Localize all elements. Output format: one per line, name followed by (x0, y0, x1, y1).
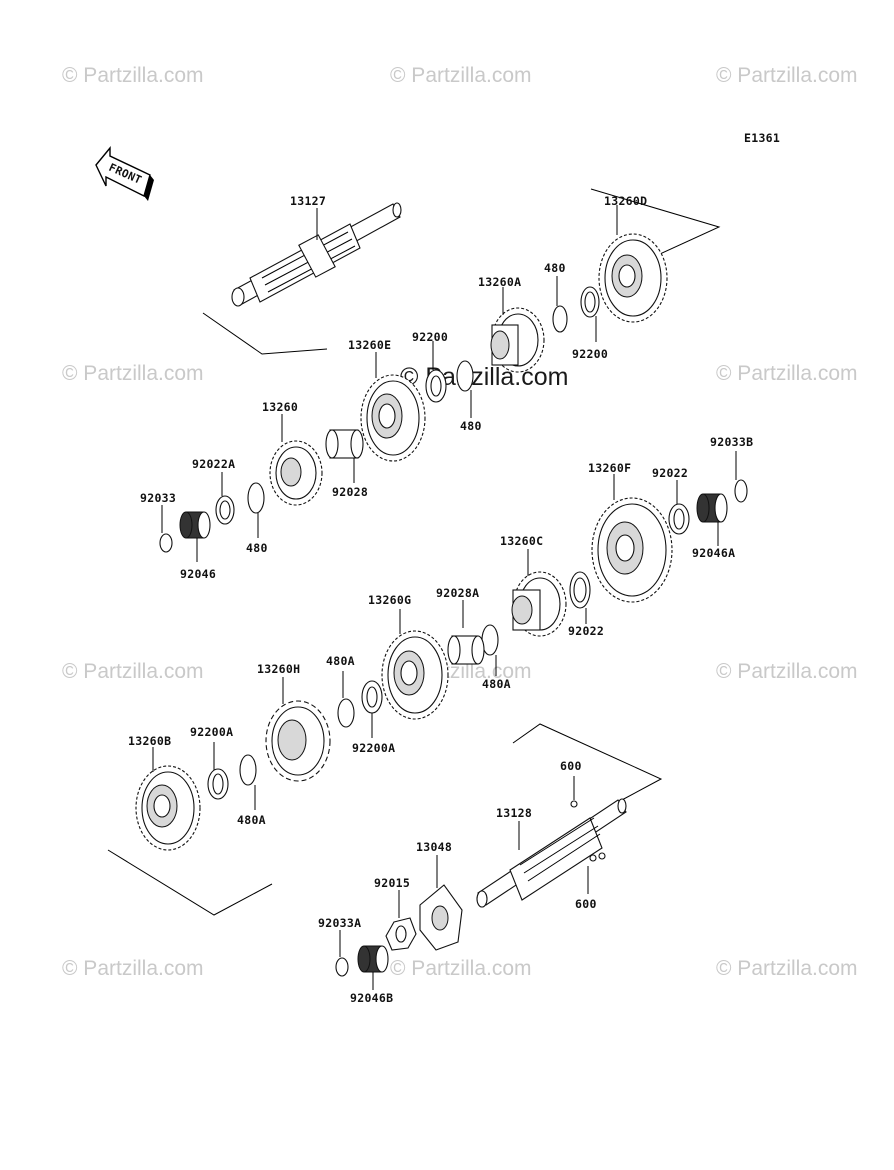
watermark: © Partzilla.com (716, 362, 858, 385)
circlip-480 (456, 360, 474, 392)
bushing-92028 (325, 429, 364, 483)
part-label: 13260D (604, 194, 647, 208)
watermark: © Partzilla.com (62, 64, 204, 87)
part-label: 13260 (262, 400, 298, 414)
part-label: 92200A (190, 725, 233, 739)
ball-600 (589, 854, 597, 862)
bushing-92028A (447, 600, 485, 665)
part-label: 13260F (588, 461, 631, 475)
part-label: 13048 (416, 840, 452, 854)
watermark: © Partzilla.com (390, 64, 532, 87)
gear-13260B (107, 747, 273, 916)
part-label: 480A (237, 813, 266, 827)
part-label: 92200 (572, 347, 608, 361)
part-label: 13128 (496, 806, 532, 820)
part-labels: 13127 13260D 13260A 480 92200 13260E 922… (128, 194, 753, 1005)
gear-13260F (591, 474, 673, 603)
circlip-480A (337, 698, 355, 728)
bearing-92046B (357, 945, 389, 990)
part-label: 92200 (412, 330, 448, 344)
watermark-center: © Partzilla.com (400, 363, 568, 391)
bearing-92046 (179, 511, 211, 562)
gear-13260H (265, 677, 331, 782)
part-label: 480 (246, 541, 268, 555)
part-label: 92046 (180, 567, 216, 581)
part-label: 13260A (478, 275, 521, 289)
watermark: © Partzilla.com (390, 957, 532, 980)
watermark: © Partzilla.com (62, 362, 204, 385)
gear-13260E (360, 352, 426, 462)
part-label: 480 (460, 419, 482, 433)
part-label: 13260E (348, 338, 391, 352)
part-label: 13127 (290, 194, 326, 208)
part-label: 92033B (710, 435, 753, 449)
circlip-480 (552, 305, 568, 333)
gear-13260A (490, 287, 545, 373)
watermark: © Partzilla.com (716, 660, 858, 683)
clip-92033A (335, 957, 349, 977)
ball-600 (570, 800, 578, 808)
part-label: 92028 (332, 485, 368, 499)
part-label: 600 (560, 759, 582, 773)
bearing-92046A (696, 493, 728, 546)
part-label: 13260B (128, 734, 171, 748)
gear-13260 (269, 414, 323, 506)
watermark: © Partzilla.com (62, 660, 204, 683)
part-label: 480A (326, 654, 355, 668)
watermark: © Partzilla.com (716, 64, 858, 87)
nut-92015 (385, 890, 417, 951)
gear-13260C (511, 549, 567, 637)
watermark: © Partzilla.com (716, 957, 858, 980)
part-label: 600 (575, 897, 597, 911)
part-label: 92022A (192, 457, 235, 471)
input-shaft-13127 (202, 202, 402, 355)
part-label: 92028A (436, 586, 479, 600)
circlip-480 (247, 482, 265, 514)
clip-92033 (159, 533, 173, 553)
circlip-480A (239, 754, 257, 786)
part-label: 92033 (140, 491, 176, 505)
part-label: 13260C (500, 534, 543, 548)
gear-13260G (381, 609, 449, 720)
part-label: 92046A (692, 546, 735, 560)
diagram-code: E1361 (744, 131, 780, 145)
part-label: 92022 (652, 466, 688, 480)
watermark: © Partzilla.com (62, 957, 204, 980)
part-label: 92200A (352, 741, 395, 755)
gear-13260D (590, 188, 721, 323)
part-label: 480 (544, 261, 566, 275)
clip-92033B (734, 479, 748, 503)
part-label: 92046B (350, 991, 393, 1005)
part-label: 92033A (318, 916, 361, 930)
shift-cam-13048 (419, 855, 463, 951)
part-label: 13260H (257, 662, 300, 676)
part-label: 13260G (368, 593, 411, 607)
front-arrow-icon: FRONT (95, 146, 154, 201)
part-label: 480A (482, 677, 511, 691)
part-label: 92022 (568, 624, 604, 638)
part-label: 92015 (374, 876, 410, 890)
output-shaft-13128 (476, 723, 663, 908)
